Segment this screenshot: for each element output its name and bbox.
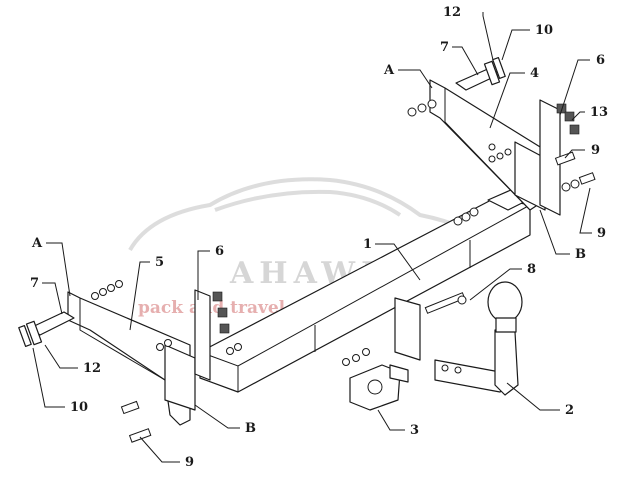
left-bolt-assembly (18, 311, 75, 348)
callout-3: 3 (410, 423, 419, 438)
watermark-car-logo (128, 177, 502, 252)
leader-lines (32, 12, 592, 463)
left-side-bracket (67, 289, 211, 426)
callout-5: 5 (155, 255, 164, 270)
callout-6-left: 6 (215, 244, 224, 259)
callout-B-left: B (245, 421, 256, 436)
callout-13: 13 (590, 105, 608, 120)
callout-1: 1 (363, 237, 372, 252)
callout-12-right: 12 (443, 5, 461, 20)
callout-8: 8 (527, 262, 536, 277)
callout-10-left: 10 (70, 400, 88, 415)
right-side-bracket (429, 79, 561, 216)
callout-4: 4 (530, 66, 539, 81)
callout-9-right-top: 9 (591, 143, 600, 158)
tow-ball-neck (394, 281, 523, 396)
callout-10-right: 10 (535, 23, 553, 38)
spring-clips (212, 103, 580, 334)
callout-A-right: A (383, 63, 395, 78)
socket-plate (349, 364, 409, 411)
hardware-washers-nuts (91, 99, 596, 443)
callout-7-left: 7 (30, 276, 39, 291)
callout-6-right: 6 (596, 53, 605, 68)
watermark-tagline-text: pack and travel (138, 298, 286, 318)
callout-12-left: 12 (83, 361, 101, 376)
callout-labels: 1 2 3 4 5 6 6 7 7 8 9 9 9 10 10 12 12 13… (30, 5, 608, 470)
callout-2: 2 (565, 403, 574, 418)
callout-7-right: 7 (440, 40, 449, 55)
right-top-bolt-assembly (455, 56, 506, 91)
callout-9-right-bottom: 9 (597, 226, 606, 241)
callout-A-left: A (31, 236, 43, 251)
callout-9-left: 9 (185, 455, 194, 470)
callout-B-right: B (575, 247, 586, 262)
